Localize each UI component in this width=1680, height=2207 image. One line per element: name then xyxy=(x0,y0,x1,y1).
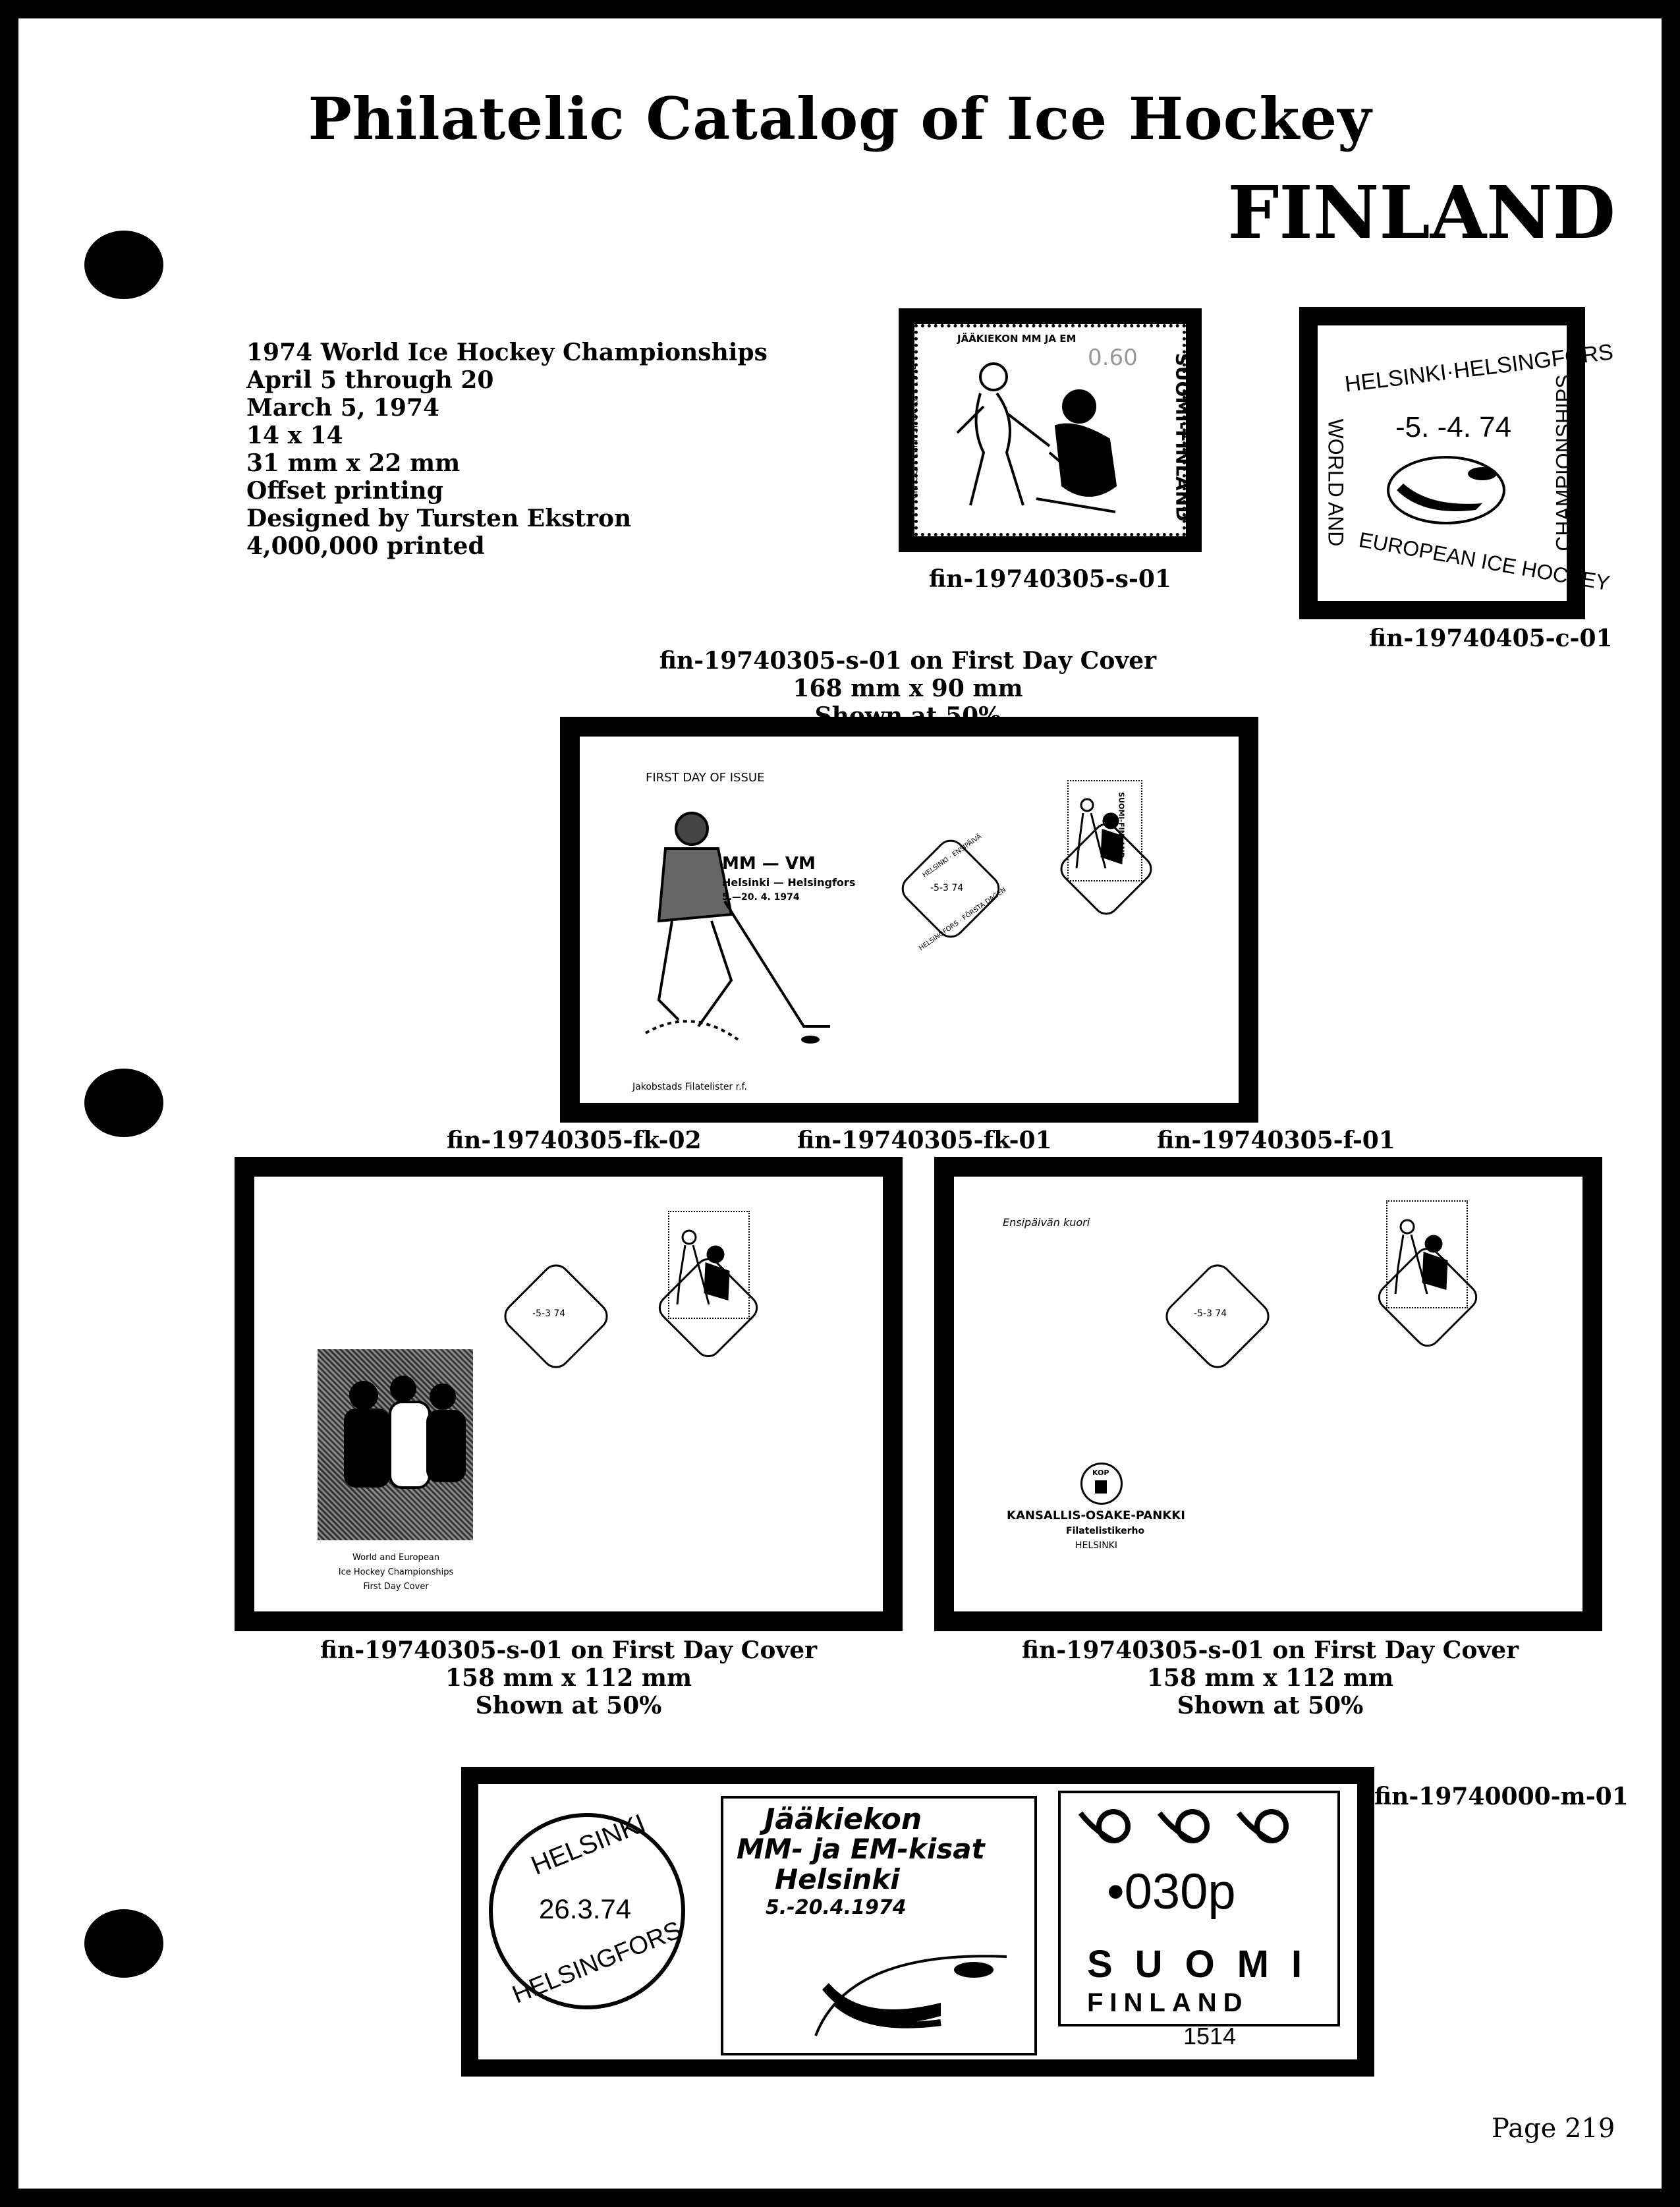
stamp-frame: JÄÄKIEKON MM JA EM 0.60 SUOMI-FINLAND VM… xyxy=(899,308,1202,552)
slogan-line: 5.-20.4.1974 xyxy=(766,1896,907,1919)
hockey-photo xyxy=(318,1349,473,1540)
issue-line: April 5 through 20 xyxy=(246,366,494,394)
issue-line: Designed by Tursten Ekstron xyxy=(246,505,632,532)
meter-mark-frame: HELSINKI 26.3.74 HELSINGFORS Jääkiekon M… xyxy=(461,1767,1374,2077)
main-first-day-cover: FIRST DAY OF ISSUE MM — VM Helsinki — He… xyxy=(560,717,1258,1123)
bank-name: KANSALLIS-OSAKE-PANKKI xyxy=(1007,1509,1185,1523)
issue-line: 31 mm x 22 mm xyxy=(246,449,461,477)
hockey-players-illustration xyxy=(1075,798,1124,869)
stamp-perforation: JÄÄKIEKON MM JA EM 0.60 SUOMI-FINLAND VM… xyxy=(909,324,1194,536)
event-city: Helsinki — Helsingfors xyxy=(722,876,856,889)
affixed-stamp: SUOMI-FINLAND xyxy=(1067,780,1142,881)
issue-line: 1974 World Ice Hockey Championships xyxy=(246,339,768,366)
round-postmark: HELSINKI 26.3.74 HELSINGFORS xyxy=(489,1808,686,2009)
hockey-stick-puck-icon xyxy=(814,1955,1007,2036)
first-day-label: FIRST DAY OF ISSUE xyxy=(646,771,765,785)
stamp-country: SUOMI-FINLAND xyxy=(1171,352,1194,522)
hockey-players-illustration xyxy=(676,1229,730,1305)
meter-country: SUOMI xyxy=(1087,1943,1325,1986)
meter-value: •030p xyxy=(1107,1864,1236,1920)
slogan-line: Jääkiekon xyxy=(764,1802,922,1836)
meter-id-label: fin-19740000-m-01 xyxy=(1374,1783,1629,1810)
right-first-day-cover: Ensipäivän kuori -5-3 74 KOP KANSALLIS-O… xyxy=(934,1157,1602,1631)
posthorn-icon xyxy=(1078,1809,1289,1843)
stamp-id-label: fin-19740305-s-01 xyxy=(929,565,1171,593)
country-heading: FINLAND xyxy=(1227,170,1615,255)
meter-number: 1514 xyxy=(1183,2023,1237,2050)
affixed-stamp xyxy=(668,1211,750,1319)
stamp-value: 0.60 xyxy=(1088,345,1138,371)
event-dates: 5.—20. 4. 1974 xyxy=(722,892,800,903)
right-cover-caption: fin-19740305-s-01 on First Day Cover 158… xyxy=(1021,1636,1519,1719)
round-postmark-bottom: HELSINGFORS xyxy=(508,1916,686,2009)
catalog-page: Philatelic Catalog of Ice Hockey FINLAND… xyxy=(18,18,1662,2189)
page-title: Philatelic Catalog of Ice Hockey xyxy=(308,84,1372,153)
club-name: Jakobstads Filatelister r.f. xyxy=(632,1082,747,1092)
city-name: HELSINKI xyxy=(1075,1540,1117,1551)
stamp-top-text: JÄÄKIEKON MM JA EM xyxy=(957,333,1077,345)
hockey-stick-puck-icon xyxy=(1387,456,1505,524)
left-first-day-cover: -5-3 74 World and European Ice Hockey Ch… xyxy=(235,1157,903,1631)
binder-hole xyxy=(84,1909,163,1978)
issue-line: 4,000,000 printed xyxy=(246,532,485,560)
issue-details: 1974 World Ice Hockey Championships Apri… xyxy=(246,339,768,560)
slogan-line: Helsinki xyxy=(775,1863,900,1895)
cancel-id-label: fin-19740405-c-01 xyxy=(1369,625,1613,652)
postmark-date: -5-3 74 xyxy=(532,1308,566,1319)
meter-country-2: FINLAND xyxy=(1087,1988,1249,2017)
cancel-left-text: WORLD AND xyxy=(1324,418,1348,547)
slogan-line: MM- ja EM-kisat xyxy=(737,1833,985,1865)
cover-text: World and European Ice Hockey Championsh… xyxy=(338,1553,454,1592)
affixed-stamp xyxy=(1386,1200,1468,1308)
issue-line: Offset printing xyxy=(246,477,443,505)
issue-line: 14 x 14 xyxy=(246,422,343,449)
cover-label-fk02: fin-19740305-fk-02 xyxy=(447,1127,702,1154)
hockey-players-illustration xyxy=(1394,1219,1448,1295)
hockey-players-illustration xyxy=(956,362,1117,513)
binder-hole xyxy=(84,1069,163,1137)
cancel-date: -5. -4. 74 xyxy=(1395,411,1512,443)
cover-label-f01: fin-19740305-f-01 xyxy=(1157,1127,1395,1154)
cancel-right-text: CHAMPIONSHIPS xyxy=(1552,374,1576,551)
binder-hole xyxy=(84,231,163,299)
page-number: Page 219 xyxy=(1492,2113,1615,2144)
event-title: MM — VM xyxy=(722,854,816,874)
cancel-frame: HELSINKI·HELSINGFORS -5. -4. 74 WORLD AN… xyxy=(1299,307,1615,619)
left-cover-caption: fin-19740305-s-01 on First Day Cover 158… xyxy=(320,1636,818,1719)
club-name: Filatelistikerho xyxy=(1066,1526,1145,1536)
issue-line: March 5, 1974 xyxy=(246,394,440,422)
round-postmark-top: HELSINKI xyxy=(527,1808,650,1881)
round-postmark-date: 26.3.74 xyxy=(539,1893,632,1924)
postmark-date: -5-3 74 xyxy=(930,883,964,893)
stamp-side-text: VM OCH EM I ISHOCKEY 1974 xyxy=(909,363,920,500)
hockey-player-illustration xyxy=(645,812,830,1044)
bank-logo: KOP xyxy=(1080,1463,1123,1505)
meter-value-box: •030p SUOMI FINLAND xyxy=(1058,1791,1340,2026)
cover-label-fk01: fin-19740305-fk-01 xyxy=(797,1127,1052,1154)
cachet-text: Ensipäivän kuori xyxy=(1003,1216,1090,1229)
postmark-date: -5-3 74 xyxy=(1194,1308,1227,1319)
slogan-box: Jääkiekon MM- ja EM-kisat Helsinki 5.-20… xyxy=(721,1796,1037,2055)
